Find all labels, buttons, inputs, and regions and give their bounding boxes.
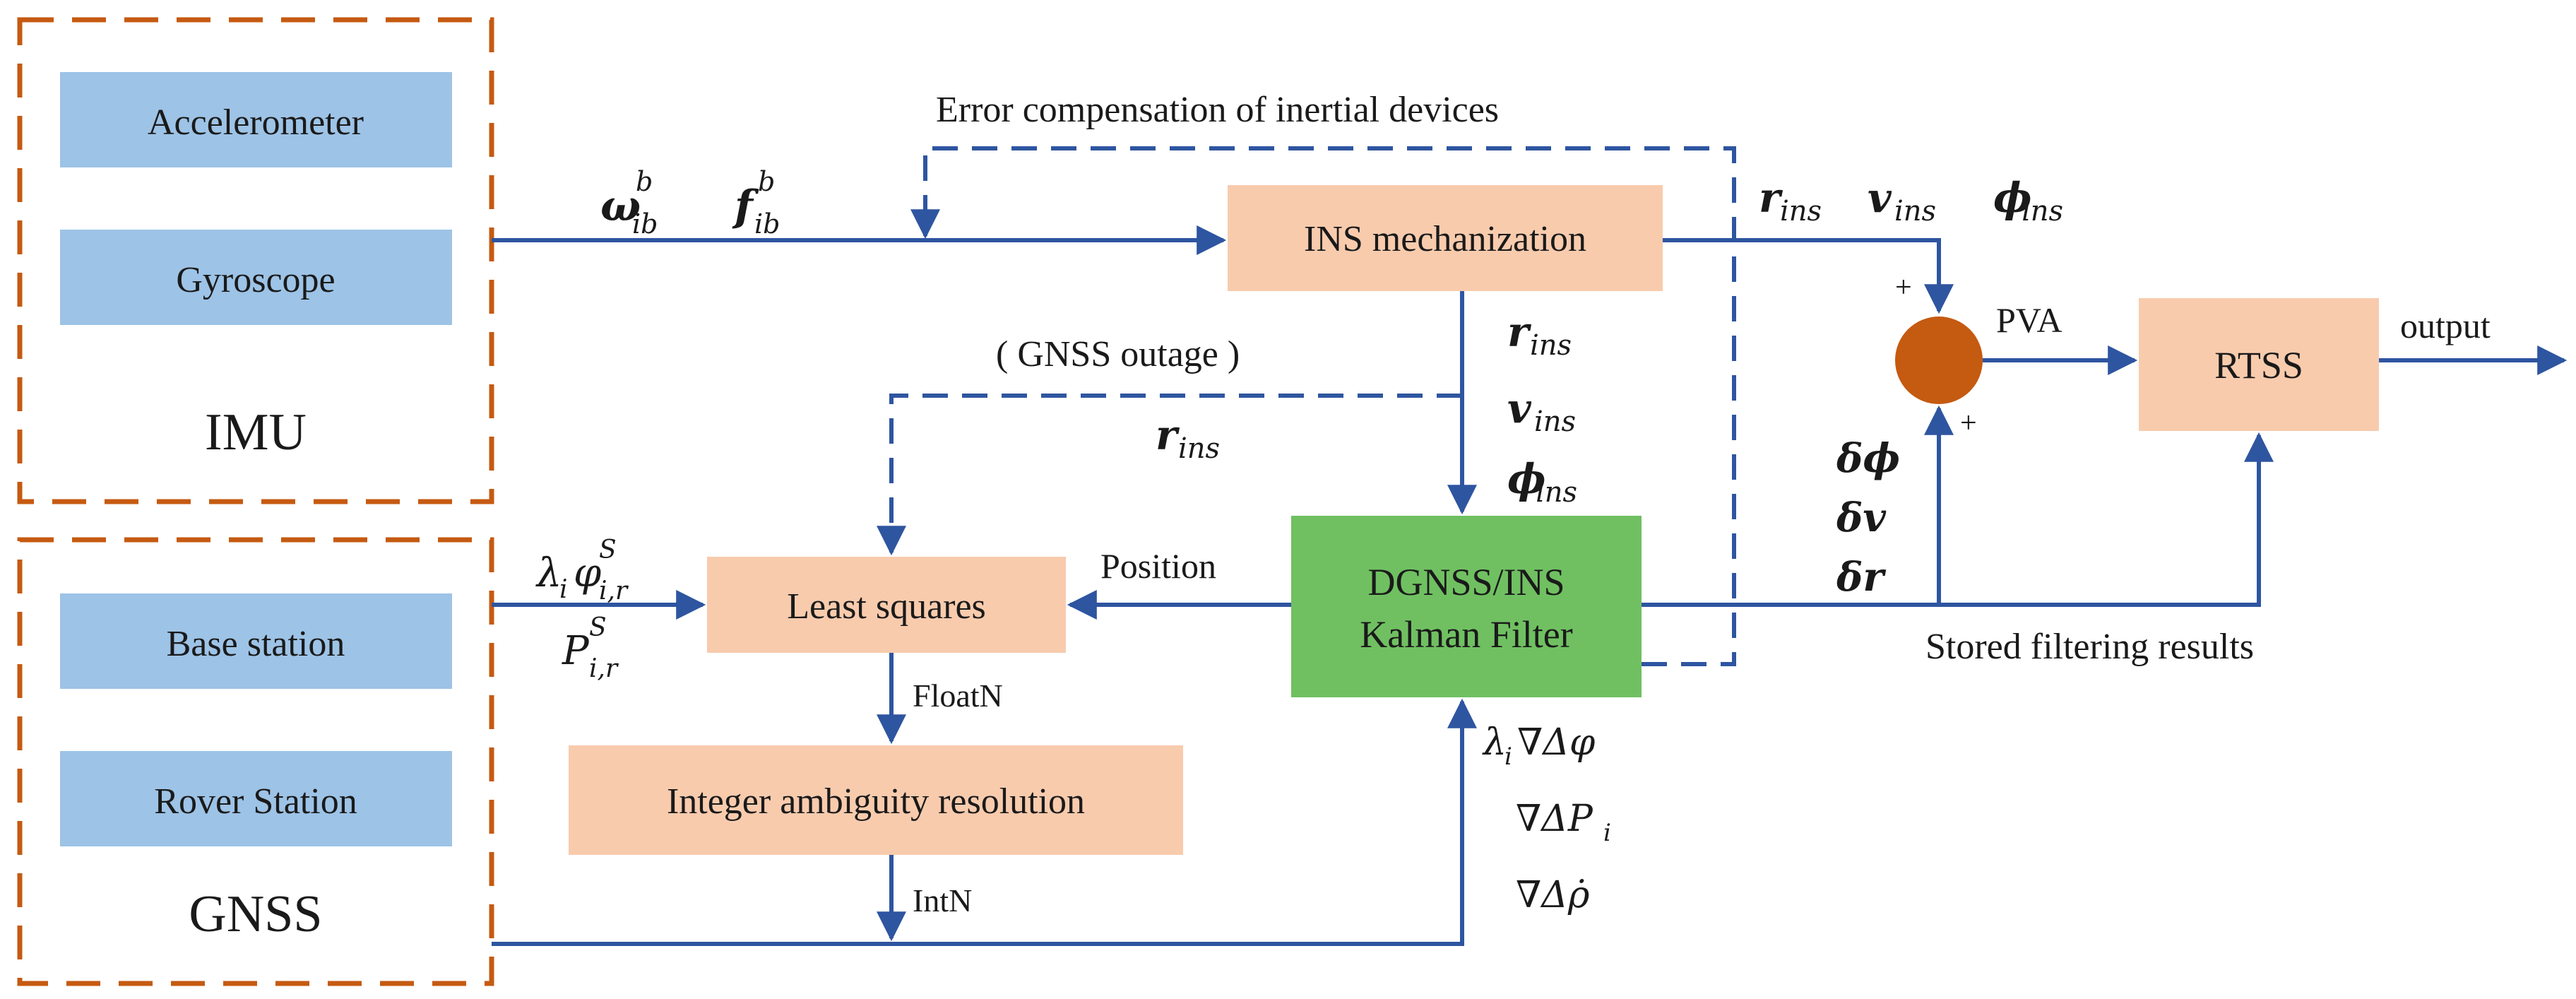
error-compensation-path [910, 146, 1736, 666]
double-difference-symbols: λ i ∇Δφ ∇ΔP i ∇Δρ̇ [1482, 721, 1611, 916]
svg-text:S: S [589, 613, 607, 642]
gnss-outage-path [877, 394, 1462, 556]
svg-text:b: b [636, 166, 653, 197]
svg-text:δϕ: δϕ [1836, 435, 1900, 482]
svg-text:v: v [1507, 384, 1532, 432]
intn-label: IntN [913, 882, 972, 918]
svg-text:i,r: i,r [599, 577, 629, 605]
svg-text:r: r [1156, 411, 1180, 459]
svg-text:ins: ins [1534, 406, 1576, 438]
imu-label: IMU [205, 403, 307, 461]
integer-ambiguity-block [569, 745, 1183, 855]
gyroscope-label: Gyroscope [176, 260, 335, 300]
least-squares-block [707, 557, 1066, 653]
f-symbol: f ib b [732, 166, 780, 240]
svg-text:i,r: i,r [589, 654, 619, 683]
svg-text:ϕ: ϕ [1993, 174, 2032, 222]
kalman-filter-block [1291, 516, 1642, 697]
rtss-label: RTSS [2214, 344, 2303, 386]
gnss-outage-label: ( GNSS outage ) [996, 334, 1240, 374]
ins-to-sum-arrow [1663, 238, 1954, 314]
output-label: output [2400, 306, 2491, 345]
rover-station-label: Rover Station [154, 781, 357, 822]
svg-text:∇Δρ̇: ∇Δρ̇ [1516, 874, 1590, 916]
gnss-to-kf-arrow [492, 698, 1477, 946]
svg-text:λ: λ [1482, 721, 1507, 764]
ins-mechanization-label: INS mechanization [1304, 219, 1586, 259]
kalman-filter-label-line1: DGNSS/INS [1367, 561, 1565, 603]
stored-results-label: Stored filtering results [1925, 627, 2254, 667]
least-squares-label: Least squares [787, 586, 986, 627]
correction-symbols: δϕ δv δr [1836, 435, 1900, 601]
gnss-label: GNSS [189, 885, 322, 943]
svg-text:ins: ins [1178, 432, 1220, 465]
svg-text:i: i [559, 575, 568, 604]
kalman-filter-label-line2: Kalman Filter [1360, 613, 1572, 656]
svg-text:λ: λ [535, 550, 562, 596]
imu-group-frame [17, 17, 494, 504]
svg-text:r: r [1507, 308, 1532, 356]
svg-text:ins: ins [1530, 329, 1572, 362]
svg-text:ϕ: ϕ [1507, 455, 1546, 503]
position-label: Position [1100, 546, 1216, 586]
gnss-observation-symbols: λ i φ S i,r P S i,r [535, 536, 629, 683]
svg-text:ω: ω [600, 182, 641, 231]
omega-symbol: ω ib b [600, 166, 658, 240]
svg-text:P: P [562, 628, 590, 674]
pva-label: PVA [1996, 300, 2062, 340]
summing-junction [1895, 317, 1983, 404]
svg-text:ins: ins [1536, 476, 1577, 509]
svg-text:S: S [599, 536, 617, 564]
base-station-label: Base station [167, 624, 345, 664]
svg-text:r: r [1759, 174, 1783, 222]
ins-output-symbols: r ins v ins ϕ ins [1759, 174, 2063, 227]
accelerometer-box [60, 72, 452, 167]
integer-ambiguity-label: Integer ambiguity resolution [667, 781, 1085, 822]
ins-mechanization-block [1228, 185, 1663, 291]
error-compensation-label: Error compensation of inertial devices [936, 90, 1499, 130]
base-station-box [60, 593, 452, 689]
svg-text:δv: δv [1836, 495, 1887, 541]
outage-r-symbol: r ins [1156, 411, 1220, 465]
svg-text:v: v [1868, 174, 1892, 222]
gyroscope-box [60, 230, 452, 325]
svg-text:φ: φ [574, 550, 601, 596]
svg-text:ib: ib [754, 208, 780, 240]
ins-to-kf-symbols: r ins v ins ϕ ins [1507, 308, 1577, 509]
floatn-label: FloatN [913, 678, 1003, 714]
svg-text:δr: δr [1836, 554, 1886, 601]
accelerometer-label: Accelerometer [148, 102, 364, 143]
rtss-block [2139, 298, 2379, 431]
svg-text:ib: ib [632, 208, 658, 240]
svg-text:ins: ins [2022, 195, 2063, 227]
kf-to-rtss-arrow [1642, 432, 2274, 607]
summing-plus-bottom: + [1960, 407, 1977, 439]
svg-text:ins: ins [1894, 195, 1936, 227]
svg-text:∇ΔP: ∇ΔP [1516, 798, 1593, 840]
svg-text:∇Δφ: ∇Δφ [1517, 721, 1596, 764]
svg-text:b: b [758, 166, 775, 197]
svg-text:i: i [1603, 819, 1611, 847]
summing-plus-top: + [1895, 271, 1912, 304]
svg-text:i: i [1504, 743, 1512, 771]
gnss-group-frame [17, 537, 494, 986]
svg-text:ins: ins [1780, 195, 1822, 227]
rover-station-box [60, 751, 452, 846]
